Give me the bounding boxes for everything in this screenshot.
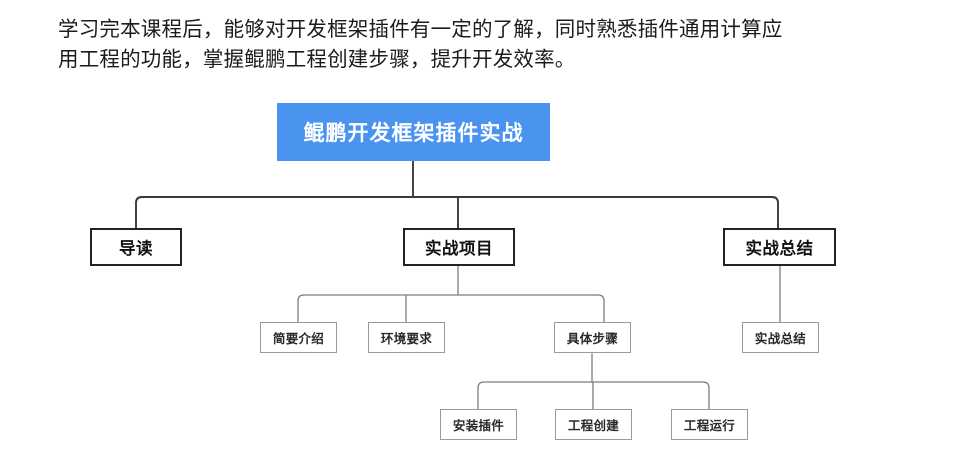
node-level3-jianyao-jieshao[interactable]: 简要介绍 (260, 322, 337, 353)
node-level4-gongcheng-yunxing[interactable]: 工程运行 (671, 409, 748, 440)
intro-paragraph: 学习完本课程后，能够对开发框架插件有一定的了解，同时熟悉插件通用计算应 用工程的… (58, 17, 783, 71)
node-level4-anzhuang-chajian[interactable]: 安装插件 (440, 409, 517, 440)
node-level2-daodu[interactable]: 导读 (90, 228, 182, 266)
node-level2-shizhan-zongjie[interactable]: 实战总结 (723, 228, 836, 266)
node-level2-shizhan-xiangmu[interactable]: 实战项目 (403, 228, 515, 266)
node-level3-juti-buzhou[interactable]: 具体步骤 (554, 322, 631, 353)
node-level3-huanjing-yaoqiu[interactable]: 环境要求 (368, 322, 445, 353)
node-root-kunpeng-plugin-practice[interactable]: 鲲鹏开发框架插件实战 (277, 103, 550, 161)
node-level4-gongcheng-chuangjian[interactable]: 工程创建 (555, 409, 632, 440)
node-level3-shizhan-zongjie[interactable]: 实战总结 (742, 322, 819, 353)
